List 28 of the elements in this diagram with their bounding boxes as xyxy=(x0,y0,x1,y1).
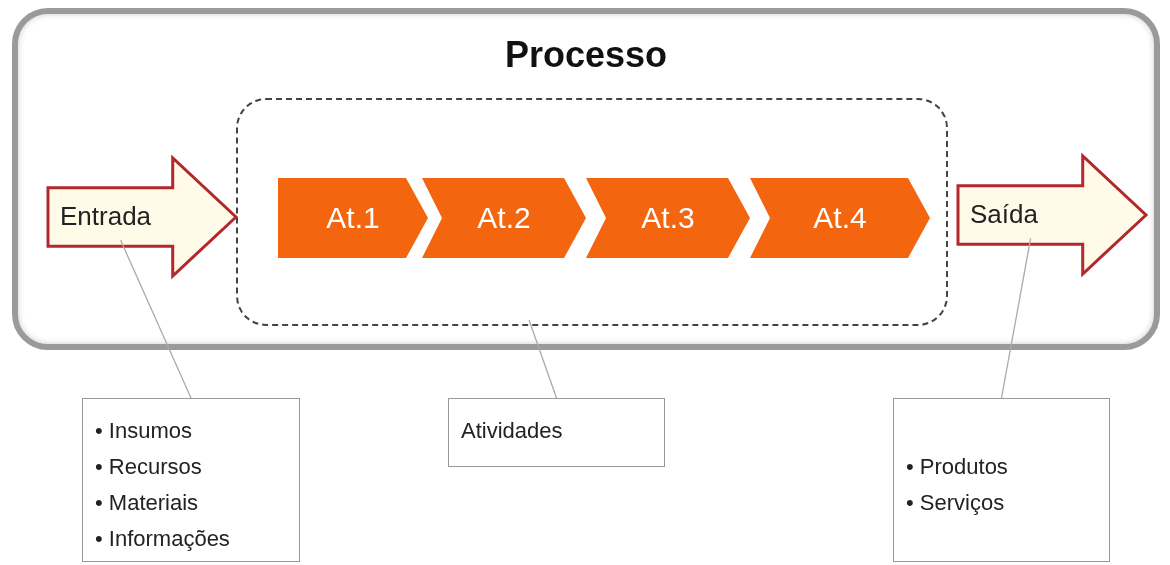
list-item: • Serviços xyxy=(906,489,1006,517)
list-item: • Informações xyxy=(95,525,231,553)
arrow-label: Entrada xyxy=(60,201,152,232)
list-item: • Recursos xyxy=(95,453,203,481)
list-item: • Produtos xyxy=(906,453,1009,481)
chevron-shape xyxy=(278,178,428,258)
leader-line xyxy=(120,239,192,399)
list-item: • Materiais xyxy=(95,489,200,517)
note-box xyxy=(893,398,1110,562)
arrow-label: Saída xyxy=(970,199,1038,230)
note-text: Atividades xyxy=(461,417,564,445)
list-item: • Insumos xyxy=(95,417,193,445)
dashed-group-box xyxy=(236,98,948,326)
note-box xyxy=(82,398,300,562)
chevron-shape xyxy=(586,178,750,258)
chevron-shape xyxy=(422,178,586,258)
step-label: At.4 xyxy=(812,201,868,235)
panel-title: Processo xyxy=(503,34,669,76)
step-label: At.2 xyxy=(476,201,532,235)
step-label: At.3 xyxy=(640,201,696,235)
process-panel xyxy=(12,8,1160,350)
chevron-shape xyxy=(750,178,930,258)
leader-line xyxy=(528,319,558,399)
leader-line xyxy=(1000,237,1032,399)
block-arrow xyxy=(956,154,1148,276)
block-arrow xyxy=(46,156,238,278)
note-box xyxy=(448,398,665,467)
step-label: At.1 xyxy=(325,201,381,235)
